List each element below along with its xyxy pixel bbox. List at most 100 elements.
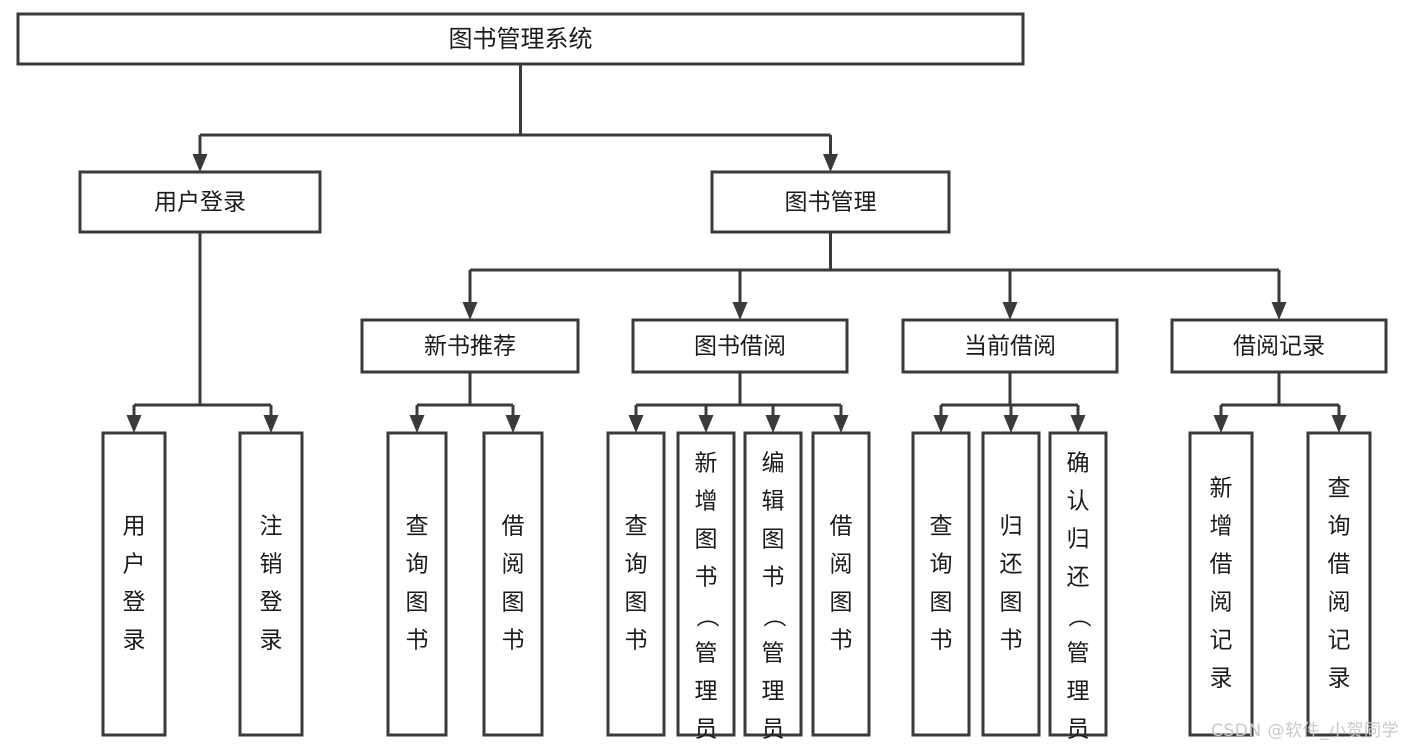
svg-text:（: （ — [1066, 605, 1092, 628]
arrow-to-current-borrow-head — [1002, 302, 1018, 320]
node-leaf-query-record-box[interactable] — [1306, 431, 1372, 737]
node-book-manage-box[interactable] — [710, 170, 951, 234]
arrow-to-leaf-user-login-head — [126, 415, 142, 433]
svg-text:阅: 阅 — [1328, 590, 1351, 616]
arrow-to-leaf-query-book-3-head — [933, 415, 949, 433]
node-leaf-edit-book-box[interactable] — [743, 431, 803, 737]
arrow-to-book-borrow-head — [732, 302, 748, 320]
svg-text:阅: 阅 — [830, 552, 853, 578]
svg-text:借: 借 — [830, 514, 853, 540]
svg-text:图: 图 — [695, 527, 718, 553]
svg-text:增: 增 — [1210, 514, 1233, 540]
node-user-login-box[interactable] — [78, 170, 322, 234]
svg-text:增: 增 — [695, 489, 718, 515]
svg-text:查: 查 — [1328, 476, 1351, 502]
node-root-box[interactable] — [16, 12, 1025, 66]
svg-text:书: 书 — [930, 628, 953, 654]
svg-text:图: 图 — [762, 527, 785, 553]
svg-text:录: 录 — [123, 628, 146, 654]
svg-text:管: 管 — [695, 641, 718, 667]
arrow-to-book-manage-head — [823, 154, 838, 172]
node-new-book-recommend-box[interactable] — [360, 318, 580, 374]
svg-text:图: 图 — [830, 590, 853, 616]
svg-text:询: 询 — [406, 552, 429, 578]
arrow-to-user-login-head — [192, 154, 208, 172]
svg-text:阅: 阅 — [502, 552, 525, 578]
svg-text:阅: 阅 — [1210, 590, 1233, 616]
arrow-to-borrow-record-head — [1271, 302, 1287, 320]
svg-text:图: 图 — [406, 590, 429, 616]
svg-text:查: 查 — [930, 514, 953, 540]
svg-text:书: 书 — [502, 628, 525, 654]
node-root-label: 图书管理系统 — [449, 25, 593, 53]
svg-text:归: 归 — [1000, 514, 1023, 540]
svg-text:销: 销 — [260, 552, 283, 578]
node-current-borrow-box[interactable] — [901, 318, 1119, 374]
svg-text:管: 管 — [762, 641, 785, 667]
node-leaf-query-book-2-box[interactable] — [606, 431, 666, 737]
svg-text:查: 查 — [406, 514, 429, 540]
svg-text:员: 员 — [1067, 717, 1090, 743]
node-leaf-user-login-box[interactable] — [101, 431, 167, 737]
node-leaf-borrow-book-1-box[interactable] — [482, 431, 544, 737]
node-current-borrow-label: 当前借阅 — [964, 334, 1056, 360]
arrow-to-leaf-add-record-head — [1213, 415, 1229, 433]
svg-text:还: 还 — [1067, 565, 1090, 591]
svg-text:询: 询 — [1328, 514, 1351, 540]
svg-text:图: 图 — [930, 590, 953, 616]
node-book-borrow-box[interactable] — [631, 318, 849, 374]
svg-text:录: 录 — [1328, 666, 1351, 692]
svg-text:图: 图 — [625, 590, 648, 616]
arrow-to-leaf-return-book-head — [1003, 415, 1019, 433]
arrow-to-leaf-edit-book-head — [765, 415, 781, 433]
svg-text:新: 新 — [1210, 476, 1233, 502]
svg-text:记: 记 — [1210, 628, 1233, 654]
svg-text:书: 书 — [1000, 628, 1023, 654]
svg-text:书: 书 — [406, 628, 429, 654]
node-book-borrow-label: 图书借阅 — [694, 334, 786, 360]
svg-text:新: 新 — [695, 451, 718, 477]
svg-text:书: 书 — [695, 565, 718, 591]
svg-text:理: 理 — [695, 679, 718, 705]
svg-text:询: 询 — [625, 552, 648, 578]
node-leaf-add-book-box[interactable] — [676, 431, 736, 737]
node-leaf-add-record-box[interactable] — [1188, 431, 1254, 737]
svg-text:编: 编 — [762, 451, 785, 477]
node-leaf-return-book-box[interactable] — [981, 431, 1041, 737]
svg-text:员: 员 — [762, 717, 785, 743]
svg-text:登: 登 — [260, 590, 283, 616]
arrow-to-leaf-borrow-book-2-head — [833, 415, 849, 433]
connectors-layer — [126, 64, 1347, 433]
node-leaf-borrow-book-2-box[interactable] — [811, 431, 871, 737]
svg-text:录: 录 — [1210, 666, 1233, 692]
svg-text:借: 借 — [502, 514, 525, 540]
svg-text:借: 借 — [1210, 552, 1233, 578]
node-leaf-user-login-label: 用户登录 — [123, 514, 146, 654]
arrow-to-leaf-user-logout-head — [263, 415, 279, 433]
svg-text:理: 理 — [1067, 679, 1090, 705]
svg-text:管: 管 — [1067, 641, 1090, 667]
node-user-login-label: 用户登录 — [154, 190, 246, 216]
node-leaf-query-book-3-box[interactable] — [911, 431, 971, 737]
svg-text:书: 书 — [762, 565, 785, 591]
arrow-to-leaf-query-book-2-head — [628, 415, 644, 433]
node-leaf-user-logout-box[interactable] — [238, 431, 304, 737]
node-leaf-query-book-1-box[interactable] — [386, 431, 448, 737]
nodes-layer: 图书管理系统用户登录图书管理新书推荐图书借阅当前借阅借阅记录用户登录注销登录查询… — [16, 12, 1388, 743]
svg-text:（: （ — [761, 605, 787, 628]
node-leaf-confirm-return-box[interactable] — [1048, 431, 1108, 737]
svg-text:理: 理 — [762, 679, 785, 705]
node-borrow-record-box[interactable] — [1170, 318, 1388, 374]
arrow-to-leaf-borrow-book-1-head — [505, 415, 521, 433]
svg-text:还: 还 — [1000, 552, 1023, 578]
svg-text:借: 借 — [1328, 552, 1351, 578]
